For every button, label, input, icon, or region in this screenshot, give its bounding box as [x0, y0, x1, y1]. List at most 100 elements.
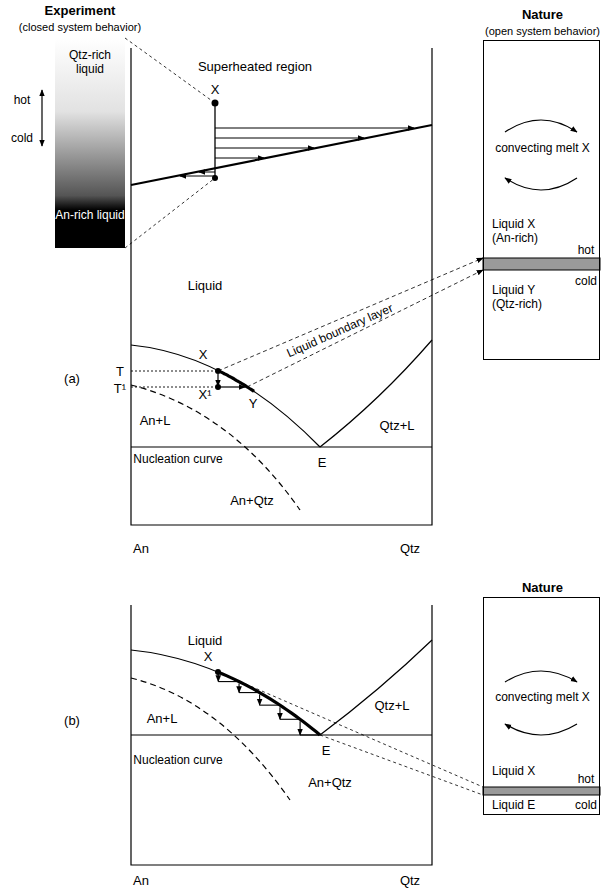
diagram-stroke: [131, 345, 320, 447]
diagram-label: Qtz+L: [379, 418, 414, 433]
diagram-label: An+Qtz: [230, 493, 274, 508]
box-heading: Nature: [462, 581, 608, 595]
diagram-stroke: [239, 684, 240, 693]
diagram-stroke: [218, 681, 238, 682]
diagram-stroke: [131, 734, 432, 735]
diagram-label: Superheated region: [198, 59, 312, 74]
diagram-stroke: [218, 672, 483, 787]
frame-b: [131, 605, 483, 865]
diagram-label: (b): [64, 713, 80, 728]
diagram-label: hot: [14, 93, 31, 108]
diagram-stroke: [218, 672, 320, 735]
gradient-column: [55, 38, 125, 248]
point-dot: [215, 669, 221, 675]
diagram-stroke: [247, 270, 483, 387]
diagram-label: cold: [575, 274, 597, 289]
diagram-label: cold: [11, 131, 33, 146]
diagram-stroke: [131, 48, 432, 525]
diagram-stroke: [218, 674, 319, 735]
diagram-stroke: [483, 258, 600, 270]
diagram-label: Nucleation curve: [133, 452, 222, 467]
diagram-stroke: [199, 172, 215, 173]
diagram-label: X: [199, 347, 208, 362]
diagram-label: hot: [578, 772, 595, 787]
box-text: convecting melt X: [492, 141, 593, 155]
temperature-arrow: [41, 90, 42, 146]
diagram-stroke: [505, 120, 577, 132]
diagram-label: An: [133, 873, 149, 888]
diagram-stroke: [131, 446, 432, 447]
nature-b-decor: [483, 671, 600, 795]
point-dot: [212, 175, 218, 181]
diagram-stroke: [505, 724, 577, 735]
diagram-label: An: [133, 541, 149, 556]
diagram-stroke: [280, 719, 299, 720]
diagram-stroke: [215, 148, 314, 149]
diagram-label: Liquid boundary layer: [285, 301, 396, 361]
diagram-stroke: [214, 103, 215, 178]
diagram-stroke: [300, 721, 301, 735]
box-heading: Nature: [462, 8, 608, 22]
diagram-label: Nucleation curve: [133, 753, 222, 768]
diagram-label: E: [322, 743, 331, 758]
diagram-stroke: [300, 734, 319, 735]
frame-a: [131, 48, 432, 525]
diagram-label: T¹: [114, 381, 126, 396]
point-dot: [212, 100, 219, 107]
diagram-stroke: [279, 707, 280, 719]
diagram-stroke: [239, 692, 259, 693]
box-text: Liquid X (An-rich): [492, 217, 556, 245]
diagram-stroke: [218, 386, 245, 387]
diagram-stroke: [180, 176, 215, 177]
cooling-paths-a: [131, 258, 483, 391]
diagram-stroke: [218, 258, 483, 371]
box-heading: Experiment: [5, 4, 155, 18]
diagram-label: cold: [575, 798, 597, 813]
diagram-label: X¹: [199, 387, 212, 402]
box-text: convecting melt X: [492, 690, 593, 704]
diagram-stroke: [320, 340, 432, 447]
diagram-label: An+Qtz: [308, 775, 352, 790]
diagram-label: Qtz+L: [374, 698, 409, 713]
diagram-label: An+L: [147, 711, 178, 726]
box-text: An-rich liquid: [55, 208, 125, 222]
diagram-label: Qtz: [400, 873, 420, 888]
nature-a-decor: [483, 120, 600, 270]
nature-box: Nature(open system behavior)convecting m…: [483, 40, 600, 360]
diagram-stroke: [260, 705, 279, 706]
diagram-label: Y: [249, 396, 258, 411]
diagram-label: Liquid: [188, 633, 223, 648]
point-dot: [215, 368, 221, 374]
diagram-label: Qtz: [400, 541, 420, 556]
diagram-stroke: [131, 385, 300, 510]
diagram-stroke: [483, 787, 600, 795]
box-text: Liquid Y (Qtz-rich): [492, 283, 558, 311]
experiment-column: Experiment(closed system behavior)Qtz-ri…: [55, 38, 125, 248]
superheated-paths: [125, 38, 432, 248]
diagram-stroke: [259, 695, 260, 706]
diagram-stroke: [125, 178, 215, 248]
diagram-stroke: [131, 650, 320, 735]
diagram-label: X: [204, 649, 213, 664]
diagram-stroke: [131, 371, 215, 372]
diagram-label: T: [116, 364, 124, 379]
diagram-label: E: [318, 455, 327, 470]
diagram-stroke: [215, 158, 264, 159]
box-text: Qtz-rich liquid: [55, 48, 125, 76]
box-subheading: (closed system behavior): [5, 20, 155, 34]
diagram-label: Liquid: [188, 278, 223, 293]
diagram-stroke: [218, 674, 219, 681]
diagram-stroke: [218, 371, 254, 392]
box-text: Liquid X: [492, 764, 582, 778]
box-subheading: (open system behavior): [462, 24, 608, 38]
diagram-label: X: [211, 82, 220, 97]
diagram-stroke: [505, 671, 577, 682]
diagram-label: An+L: [140, 413, 171, 428]
point-dot: [215, 384, 221, 390]
diagram-stroke: [505, 178, 577, 190]
diagram-stroke: [131, 125, 432, 185]
diagram-label: (a): [64, 371, 80, 386]
diagram-stroke: [215, 138, 364, 139]
diagram-stroke: [131, 605, 432, 865]
